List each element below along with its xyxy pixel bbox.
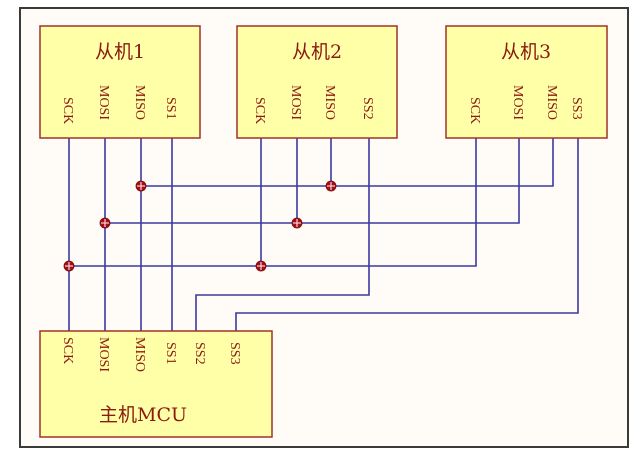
chip-slave1: 从机1 SCK MOSI MISO SS1 — [39, 25, 201, 139]
pin-label-slave1-miso: MISO — [132, 85, 147, 120]
pin-label-slave1-mosi: MOSI — [96, 85, 111, 120]
chip-body-master — [39, 330, 273, 438]
chip-slave2: 从机2 SCK MOSI MISO SS2 — [236, 25, 398, 139]
pin-label-slave2-ss2: SS2 — [360, 97, 375, 120]
chip-master: SCK MOSI MISO SS1 SS2 SS3 主机MCU — [39, 330, 273, 438]
pin-label-slave2-sck: SCK — [252, 97, 267, 124]
pin-label-master-mosi: MOSI — [96, 337, 111, 372]
chip-label-slave2: 从机2 — [292, 41, 342, 63]
wire-sck-bus — [69, 138, 477, 267]
pin-label-master-ss1: SS1 — [163, 342, 178, 365]
junction-dot — [255, 260, 267, 272]
pin-label-slave3-mosi: MOSI — [510, 85, 525, 120]
junctions — [63, 180, 337, 272]
junction-dot — [135, 180, 147, 192]
pin-label-slave2-mosi: MOSI — [288, 85, 303, 120]
wire-ss2 — [195, 138, 370, 331]
pin-label-master-miso: MISO — [132, 337, 147, 372]
junction-dot — [325, 180, 337, 192]
chip-body-slave3 — [445, 25, 608, 139]
pin-label-slave1-ss1: SS1 — [163, 97, 178, 120]
pin-label-master-sck: SCK — [60, 337, 75, 364]
chip-label-master: 主机MCU — [99, 404, 187, 426]
chip-label-slave3: 从机3 — [501, 41, 551, 63]
junction-dot — [99, 217, 111, 229]
junction-dot — [63, 260, 75, 272]
chip-body-slave1 — [39, 25, 201, 139]
chip-slave3: 从机3 SCK MOSI MISO SS3 — [445, 25, 608, 139]
pin-label-slave1-sck: SCK — [60, 97, 75, 124]
chip-label-slave1: 从机1 — [95, 41, 145, 63]
wires — [68, 138, 579, 331]
chip-body-slave2 — [236, 25, 398, 139]
pin-label-slave2-miso: MISO — [322, 85, 337, 120]
junction-dot — [291, 217, 303, 229]
pin-label-master-ss2: SS2 — [192, 342, 207, 365]
pin-label-slave3-miso: MISO — [544, 85, 559, 120]
pin-label-slave3-sck: SCK — [467, 97, 482, 124]
pin-label-master-ss3: SS3 — [227, 342, 242, 365]
wire-miso-bus — [141, 138, 554, 187]
pin-label-slave3-ss3: SS3 — [569, 97, 584, 120]
wire-mosi-bus — [105, 138, 520, 224]
wire-ss3 — [235, 138, 579, 331]
